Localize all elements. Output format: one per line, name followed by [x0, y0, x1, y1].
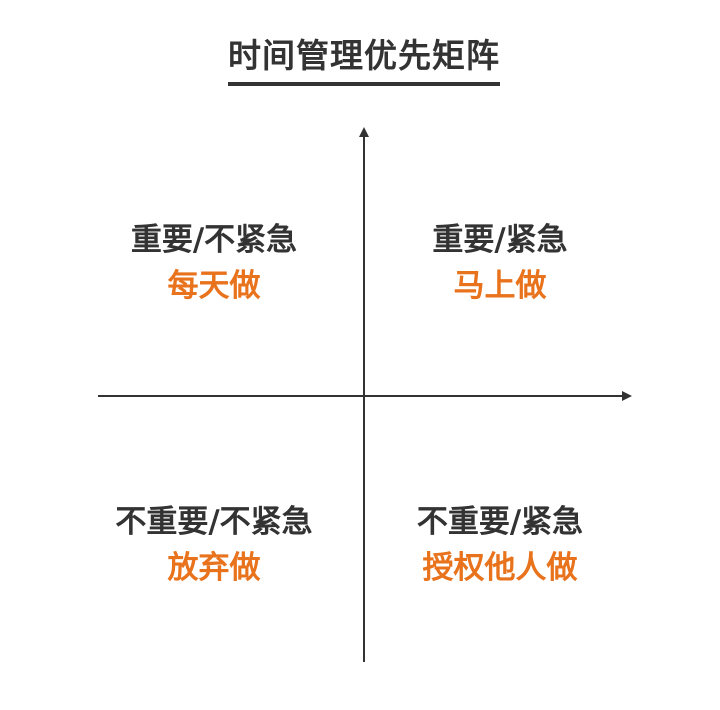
vertical-axis: [363, 134, 365, 662]
quadrant-bottom-right: 不重要/紧急 授权他人做: [370, 500, 630, 592]
title-underline: [228, 82, 500, 86]
quadrant-action: 每天做: [167, 268, 261, 304]
arrow-up-icon: [359, 127, 369, 137]
quadrant-bottom-left: 不重要/不紧急 放弃做: [84, 500, 344, 592]
diagram-title: 时间管理优先矩阵: [228, 36, 500, 75]
quadrant-action: 马上做: [453, 268, 547, 304]
quadrant-label: 重要/不紧急: [130, 222, 298, 258]
quadrant-top-left: 重要/不紧急 每天做: [84, 218, 344, 310]
quadrant-label: 重要/紧急: [432, 222, 568, 258]
quadrant-label: 不重要/不紧急: [115, 504, 313, 540]
quadrant-top-right: 重要/紧急 马上做: [370, 218, 630, 310]
quadrant-label: 不重要/紧急: [416, 504, 584, 540]
horizontal-axis: [98, 395, 624, 397]
quadrant-action: 放弃做: [167, 550, 261, 586]
quadrant-action: 授权他人做: [422, 550, 578, 586]
arrow-right-icon: [622, 391, 632, 401]
